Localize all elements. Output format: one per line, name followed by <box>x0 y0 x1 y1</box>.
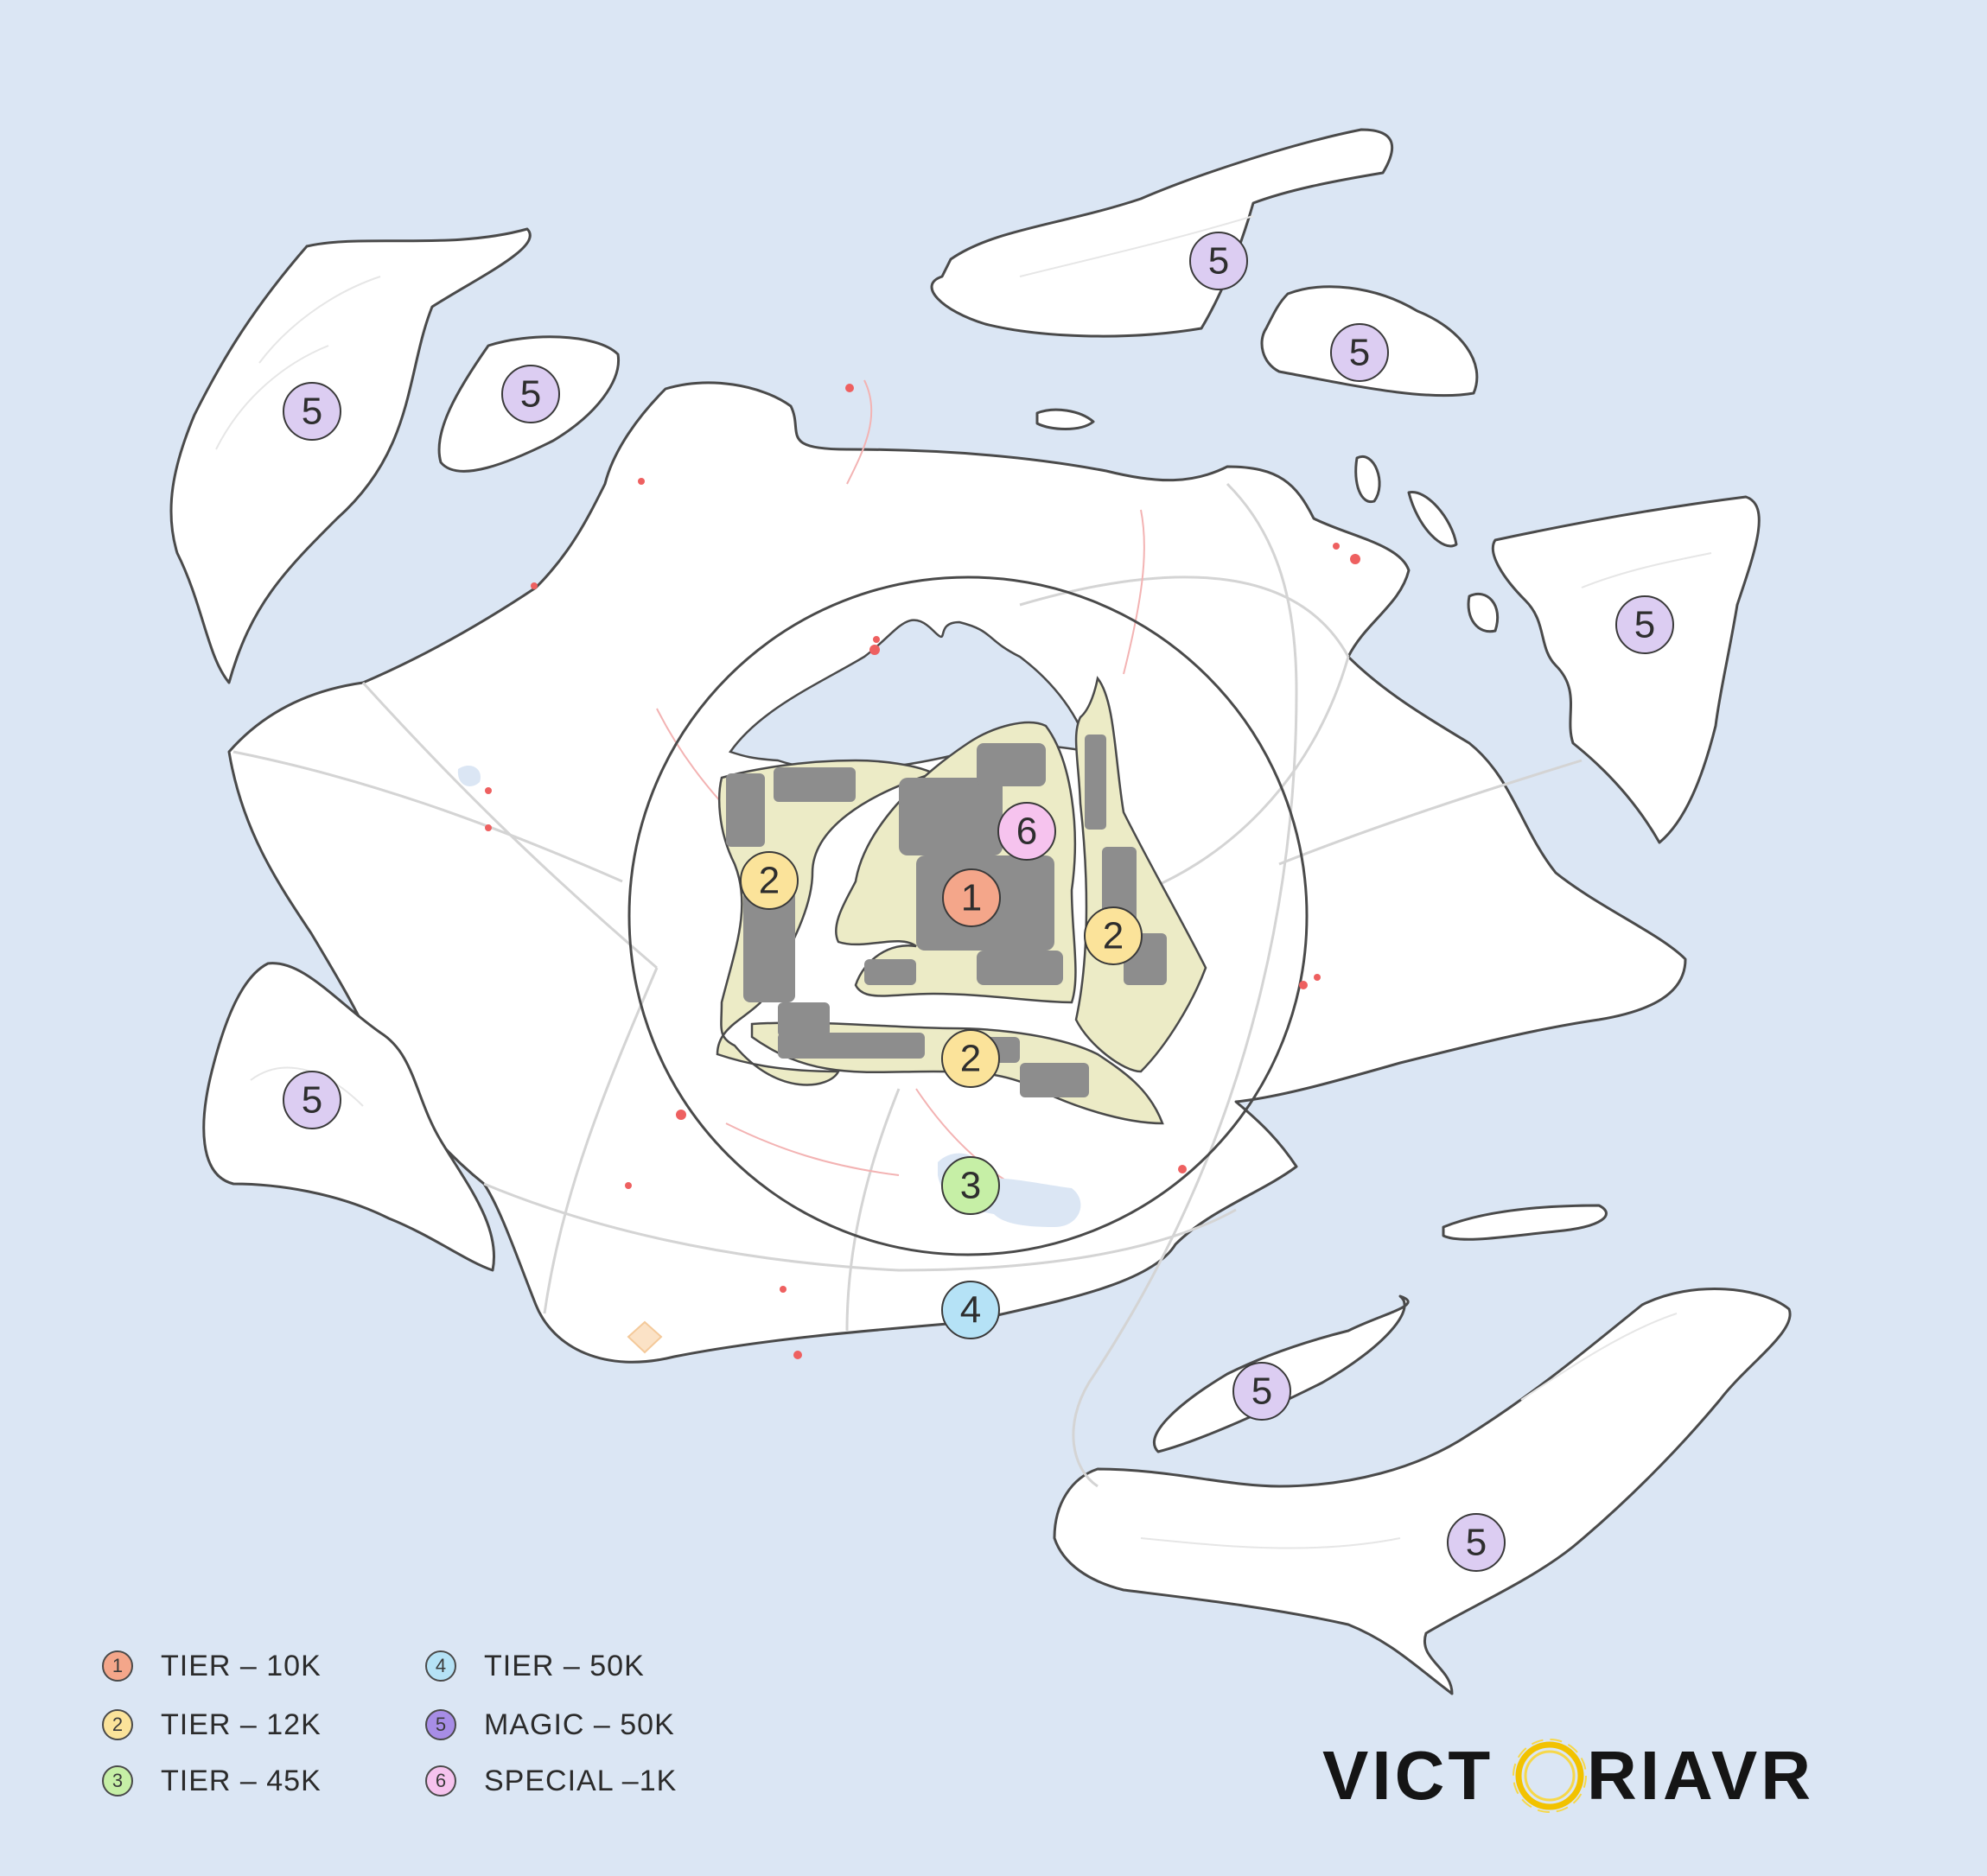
legend-item-tier-6: 6 SPECIAL –1K <box>425 1761 677 1801</box>
poi-dots <box>485 384 1360 1359</box>
marker-tier-3[interactable]: 3 <box>941 1156 1000 1215</box>
legend-badge: 4 <box>425 1650 456 1682</box>
svg-text:1: 1 <box>961 877 982 919</box>
legend-badge: 3 <box>102 1765 133 1797</box>
svg-text:2: 2 <box>1103 915 1124 957</box>
island-tiny-4 <box>1467 592 1500 633</box>
svg-text:5: 5 <box>1251 1370 1272 1413</box>
marker-tier-1[interactable]: 1 <box>942 868 1001 927</box>
road-network <box>232 482 1583 1488</box>
island-tiny-1 <box>1035 408 1095 430</box>
legend-label: TIER – 10K <box>161 1649 322 1682</box>
legend-label: MAGIC – 50K <box>484 1707 675 1741</box>
legend-item-tier-1: 1 TIER – 10K <box>102 1646 322 1686</box>
marker-tier-5[interactable]: 5 <box>283 1071 341 1129</box>
map-legend: 1 TIER – 10K 2 TIER – 12K 3 TIER – 45K 4… <box>102 1646 724 1819</box>
marker-tier-5[interactable]: 5 <box>283 382 341 441</box>
marker-tier-5[interactable]: 5 <box>1330 323 1389 382</box>
marker-tier-5[interactable]: 5 <box>1615 595 1674 654</box>
contour-lines <box>215 215 1712 1549</box>
island-west[interactable] <box>202 962 495 1272</box>
sun-icon <box>1513 1739 1587 1813</box>
svg-text:5: 5 <box>1466 1522 1487 1564</box>
marker-tier-2[interactable]: 2 <box>1084 906 1143 965</box>
marker-tier-2[interactable]: 2 <box>740 851 799 910</box>
svg-text:5: 5 <box>1634 604 1655 646</box>
poi-diamond <box>627 1320 663 1354</box>
legend-label: TIER – 50K <box>484 1649 645 1682</box>
svg-text:5: 5 <box>302 1079 322 1122</box>
legend-label: TIER – 45K <box>161 1764 322 1797</box>
legend-badge: 5 <box>425 1709 456 1740</box>
city-district-west[interactable] <box>716 759 937 1086</box>
island-tiny-3 <box>1407 491 1458 548</box>
marker-tier-6[interactable]: 6 <box>997 802 1056 861</box>
legend-badge: 1 <box>102 1650 133 1682</box>
island-south-sliver[interactable] <box>1442 1204 1608 1241</box>
legend-badge: 6 <box>425 1765 456 1797</box>
legend-label: SPECIAL –1K <box>484 1764 678 1797</box>
svg-text:2: 2 <box>759 860 780 902</box>
marker-tier-2[interactable]: 2 <box>941 1029 1000 1088</box>
logo-text-right: RIAVR <box>1587 1737 1814 1814</box>
marker-tier-5[interactable]: 5 <box>1189 232 1248 290</box>
svg-text:3: 3 <box>960 1165 981 1207</box>
lake-west <box>457 765 481 786</box>
island-tiny-2 <box>1354 455 1381 504</box>
svg-text:6: 6 <box>1016 811 1037 853</box>
map-markers[interactable]: 5 5 5 5 5 2 6 1 2 5 2 3 4 5 5 <box>283 232 1674 1572</box>
svg-text:5: 5 <box>302 391 322 433</box>
svg-text:5: 5 <box>520 373 541 416</box>
svg-text:5: 5 <box>1208 240 1229 283</box>
legend-item-tier-3: 3 TIER – 45K <box>102 1761 322 1801</box>
logo-text-left: VICT <box>1322 1737 1493 1814</box>
legend-label: TIER – 12K <box>161 1707 322 1741</box>
legend-item-tier-5: 5 MAGIC – 50K <box>425 1705 675 1745</box>
city-district-east[interactable] <box>1074 676 1207 1073</box>
island-northwest[interactable] <box>169 227 532 684</box>
island-southeast-arc[interactable] <box>1053 1288 1792 1695</box>
svg-text:4: 4 <box>960 1289 981 1332</box>
legend-item-tier-2: 2 TIER – 12K <box>102 1705 322 1745</box>
island-north[interactable] <box>930 128 1394 338</box>
marker-tier-5[interactable]: 5 <box>1232 1362 1291 1421</box>
marker-tier-4[interactable]: 4 <box>941 1281 1000 1339</box>
legend-badge: 2 <box>102 1709 133 1740</box>
central-ring <box>627 576 1309 1256</box>
svg-text:5: 5 <box>1349 332 1370 374</box>
victoria-vr-logo: VICT RIAVR <box>1322 1737 1814 1814</box>
legend-item-tier-4: 4 TIER – 50K <box>425 1646 645 1686</box>
svg-text:2: 2 <box>960 1038 981 1080</box>
island-east[interactable] <box>1491 495 1761 844</box>
marker-tier-5[interactable]: 5 <box>501 365 560 423</box>
marker-tier-5[interactable]: 5 <box>1447 1513 1506 1572</box>
